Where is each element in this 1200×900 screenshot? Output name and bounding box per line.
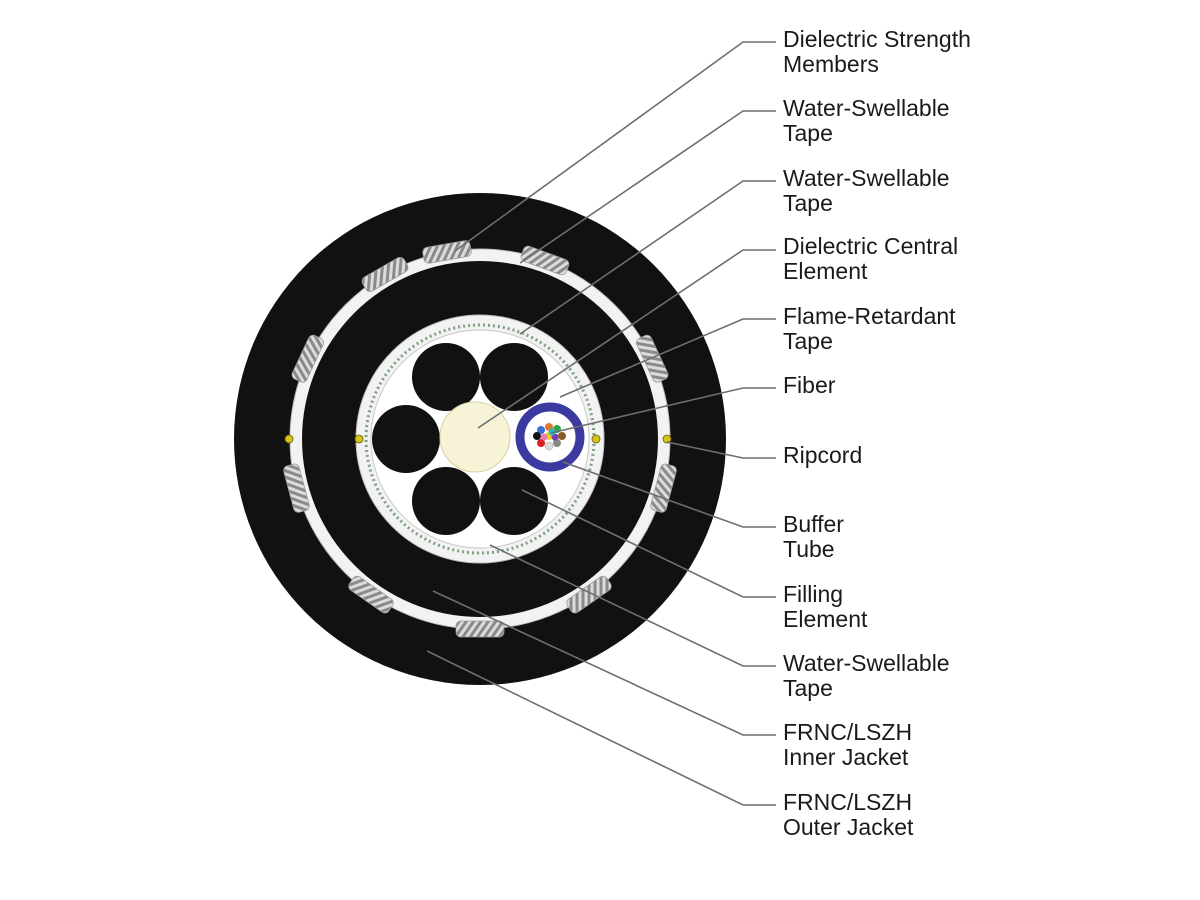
leader-line-water-swellable-tape-1	[519, 110, 776, 264]
leader-line-water-swellable-tape-3	[489, 544, 776, 667]
label-ripcord: Ripcord	[783, 443, 862, 468]
label-line: Tape	[783, 675, 833, 701]
label-line: FRNC/LSZH	[783, 719, 913, 745]
fiber-bundle	[533, 423, 566, 451]
leader-line-flame-retardant-tape	[559, 318, 776, 398]
ripcord	[591, 434, 601, 444]
ripcord	[662, 434, 672, 444]
leader-line-frnc-lszh-inner-jacket	[432, 590, 776, 736]
fiber	[540, 433, 548, 441]
strength-member	[291, 334, 324, 383]
filling-element	[412, 343, 480, 411]
filling-element	[480, 467, 548, 535]
label-line: Water-Swellable	[783, 95, 950, 121]
label-line: Tape	[783, 190, 833, 216]
strength-member	[283, 463, 310, 513]
label-fiber: Fiber	[783, 373, 835, 398]
label-line: Water-Swellable	[783, 650, 950, 676]
strength-member	[361, 256, 409, 292]
leader-line-frnc-lszh-outer-jacket	[426, 650, 776, 806]
leader-line-water-swellable-tape-2	[519, 180, 776, 335]
dielectric-central-element	[439, 401, 511, 473]
strength-member	[348, 575, 394, 614]
label-line: Dielectric Strength	[783, 26, 971, 52]
label-line: Tape	[783, 120, 833, 146]
filling-element	[372, 405, 440, 473]
leader-line-fiber	[550, 387, 776, 434]
strength-member	[650, 463, 677, 513]
fiber	[537, 426, 545, 434]
filling-element	[480, 343, 548, 411]
strength-member	[422, 240, 472, 264]
leader-line-ripcord	[666, 441, 776, 459]
leader-line-buffer-tube	[562, 461, 776, 528]
strength-member	[455, 620, 505, 638]
fiber	[537, 439, 545, 447]
fiber	[558, 432, 566, 440]
label-line: Buffer	[783, 511, 844, 537]
label-line: Members	[783, 51, 879, 77]
label-line: Tape	[783, 328, 833, 354]
filling-element	[412, 467, 480, 535]
label-line: FRNC/LSZH	[783, 789, 913, 815]
ripcord	[354, 434, 364, 444]
label-line: Filling	[783, 581, 844, 607]
label-line: Inner Jacket	[783, 744, 909, 770]
label-line: Flame-Retardant	[783, 303, 956, 329]
label-line: Outer Jacket	[783, 814, 914, 840]
strength-member	[566, 575, 612, 614]
leader-line-filling-element	[521, 489, 776, 598]
label-line: Ripcord	[783, 442, 863, 468]
label-line: Water-Swellable	[783, 165, 950, 191]
label-line: Element	[783, 258, 868, 284]
label-line: Fiber	[783, 372, 836, 398]
fiber	[533, 432, 541, 440]
leader-lines	[426, 41, 776, 806]
label-line: Tube	[783, 536, 835, 562]
fiber	[553, 439, 561, 447]
leader-line-dielectric-strength-members	[454, 41, 776, 252]
fiber	[544, 441, 554, 451]
ripcord	[284, 434, 294, 444]
label-line: Dielectric Central	[783, 233, 959, 259]
leader-line-dielectric-central-element	[477, 249, 776, 429]
label-line: Element	[783, 606, 868, 632]
